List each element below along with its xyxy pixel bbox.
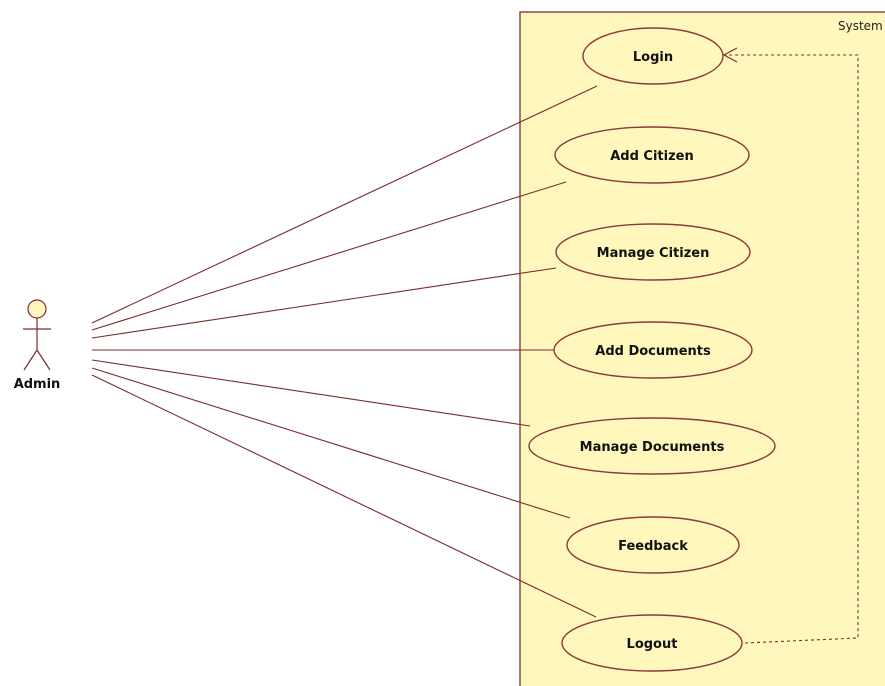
association-logout — [91, 374, 597, 618]
use-case-add-citizen-label: Add Citizen — [610, 149, 694, 164]
associations — [91, 85, 598, 618]
use-case-login: Login — [582, 27, 724, 85]
actor-admin: Admin — [14, 299, 61, 392]
dependency-line — [724, 54, 859, 644]
use-case-add-citizen: Add Citizen — [554, 126, 750, 184]
use-case-manage-citizen: Manage Citizen — [555, 223, 751, 281]
use-case-add-documents-ellipse — [553, 321, 753, 379]
actor-left-leg — [23, 349, 38, 371]
actor-right-leg — [36, 349, 51, 371]
use-case-login-ellipse — [582, 27, 724, 85]
association-feedback — [91, 367, 571, 519]
use-case-manage-citizen-label: Manage Citizen — [597, 246, 710, 261]
use-case-logout-ellipse — [561, 614, 743, 672]
actor-head — [27, 299, 47, 319]
use-case-add-documents: Add Documents — [553, 321, 753, 379]
use-case-feedback-ellipse — [566, 516, 740, 574]
use-case-manage-documents: Manage Documents — [528, 417, 776, 475]
use-case-logout: Logout — [561, 614, 743, 672]
system-label: System — [838, 19, 883, 33]
use-case-manage-citizen-ellipse — [555, 223, 751, 281]
use-case-logout-label: Logout — [627, 637, 678, 652]
association-manage-citizen — [91, 267, 557, 339]
actor-label: Admin — [14, 377, 61, 392]
dependency-logout-login — [722, 47, 859, 644]
use-case-feedback: Feedback — [566, 516, 740, 574]
use-case-manage-documents-ellipse — [528, 417, 776, 475]
use-case-add-citizen-ellipse — [554, 126, 750, 184]
association-login — [91, 85, 598, 324]
use-case-feedback-label: Feedback — [618, 539, 688, 554]
dependency-arrowhead — [722, 47, 738, 63]
association-manage-documents — [91, 359, 531, 427]
use-case-login-label: Login — [633, 50, 673, 65]
association-add-citizen — [91, 181, 567, 331]
use-case-add-documents-label: Add Documents — [595, 344, 711, 359]
use-case-manage-documents-label: Manage Documents — [580, 440, 725, 455]
